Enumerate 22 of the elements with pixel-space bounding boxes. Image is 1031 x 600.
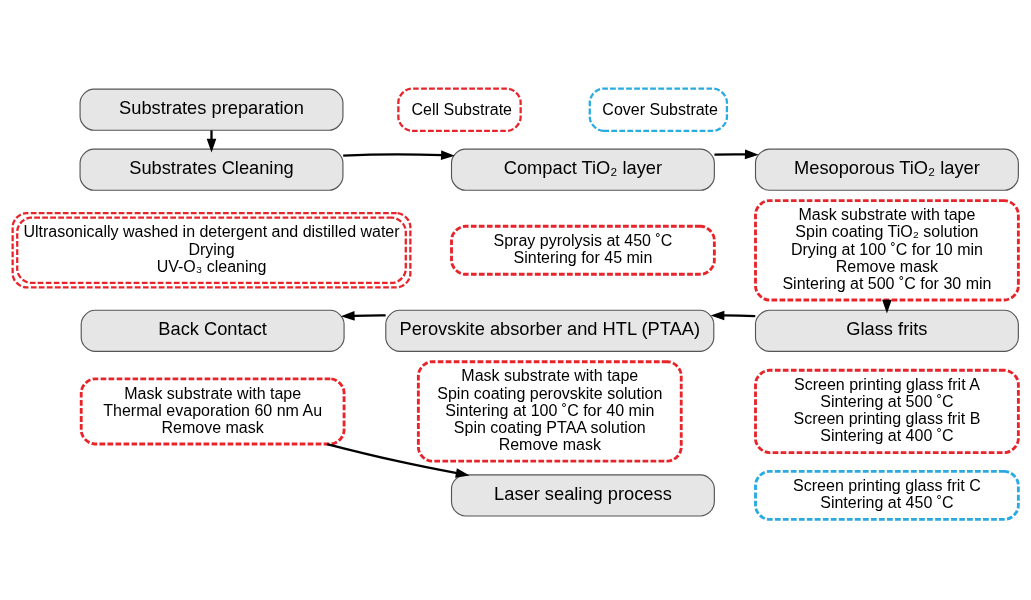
legend-label: Cover Substrate	[602, 100, 718, 118]
node-box: Mask substrate with tape Thermal evaporation 60 nm Au Remove mask	[79, 377, 346, 446]
arrow	[343, 150, 455, 160]
node-box: Glass frits	[754, 309, 1019, 352]
node-box: Compact TiO₂ layer	[450, 148, 715, 191]
node-box: Substrates Cleaning	[79, 148, 344, 191]
arrow	[326, 442, 470, 478]
legend-label: Cell Substrate	[411, 100, 512, 118]
node-box: Screen printing glass frit C Sintering at 450 ˚C	[754, 470, 1020, 521]
node-box: Spray pyrolysis at 450 ˚C Sintering for 45 min	[450, 224, 716, 276]
node-box: Back Contact	[80, 309, 345, 352]
arrow	[710, 310, 756, 321]
node-box: Mesoporous TiO₂ layer	[754, 148, 1019, 191]
node-box: Perovskite absorber and HTL (PTAA)	[385, 309, 715, 352]
node-box: Ultrasonically washed in detergent and distilled water Drying UV-O₃ cleaning	[11, 212, 412, 289]
arrow	[340, 311, 386, 321]
node-box: Screen printing glass frit A Sintering at 500 ˚C Screen printing glass frit B Sintering at 400 ˚C	[754, 368, 1020, 454]
arrow	[206, 130, 217, 153]
node-box: Mask substrate with tape Spin coating perovskite solution Sintering at 100 ˚C for 40 min Spin coating PTAA solution Remove mask	[416, 360, 683, 463]
node-box: Laser sealing process	[450, 474, 715, 517]
node-box: Substrates preparation	[79, 88, 344, 131]
arrow	[714, 149, 759, 160]
